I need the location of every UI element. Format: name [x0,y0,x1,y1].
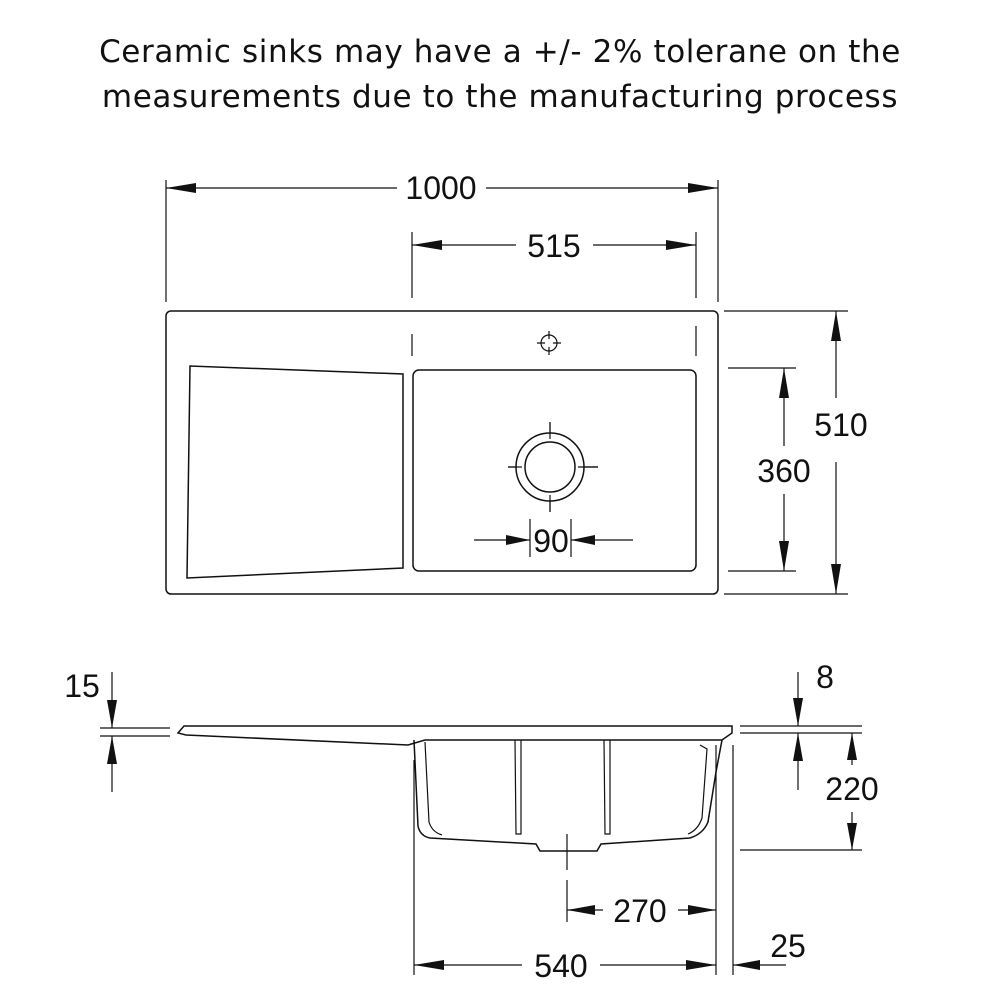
waste-outlet-icon [508,422,598,512]
bowl-outline [412,369,697,572]
label-waste-offset: 270 [613,893,666,929]
label-rim-thickness: 8 [816,659,834,695]
tolerance-note-line-2: measurements due to the manufacturing pr… [101,79,899,115]
dim-rim-overhang: 25 [732,745,806,975]
bowl-rib [514,739,522,835]
dim-rim-thickness: 8 [740,659,862,790]
bowl-inner-wall [424,741,443,836]
sink-outline [165,310,719,595]
label-drainer-rim: 15 [64,668,100,704]
drainer-area [186,365,404,579]
dim-overall-length: 1000 [165,170,719,302]
dim-overall-width: 510 [724,310,868,595]
dim-waste-offset: 270 [566,745,717,975]
dim-bowl-width: 360 [728,367,811,572]
label-bowl-length: 540 [534,948,587,984]
label-overall-length: 1000 [405,170,476,206]
label-rim-overhang: 25 [770,928,806,964]
plan-view: 1000 515 510 [165,170,868,595]
tolerance-note: Ceramic sinks may have a +/- 2% tolerane… [0,30,1000,120]
bowl-inner-wall-right [687,744,708,835]
drainer-profile [176,725,733,746]
dim-bowl-centre-span: 515 [411,228,697,356]
tolerance-note-line-1: Ceramic sinks may have a +/- 2% tolerane… [99,34,901,70]
bowl-profile [413,739,723,852]
label-bowl-width: 360 [757,453,810,489]
dim-bowl-length: 540 [413,760,716,984]
label-bowl-centre-span: 515 [527,228,580,264]
label-bowl-depth: 220 [825,771,878,807]
dim-bowl-depth: 220 [740,733,879,851]
tap-hole-icon [537,331,561,355]
label-overall-width: 510 [814,407,867,443]
dim-waste-diameter: 90 [474,519,633,559]
bowl-rib [603,739,611,835]
dim-drainer-rim: 15 [64,668,170,792]
section-view: 15 8 220 270 [64,659,878,984]
label-waste-diameter: 90 [533,523,569,559]
